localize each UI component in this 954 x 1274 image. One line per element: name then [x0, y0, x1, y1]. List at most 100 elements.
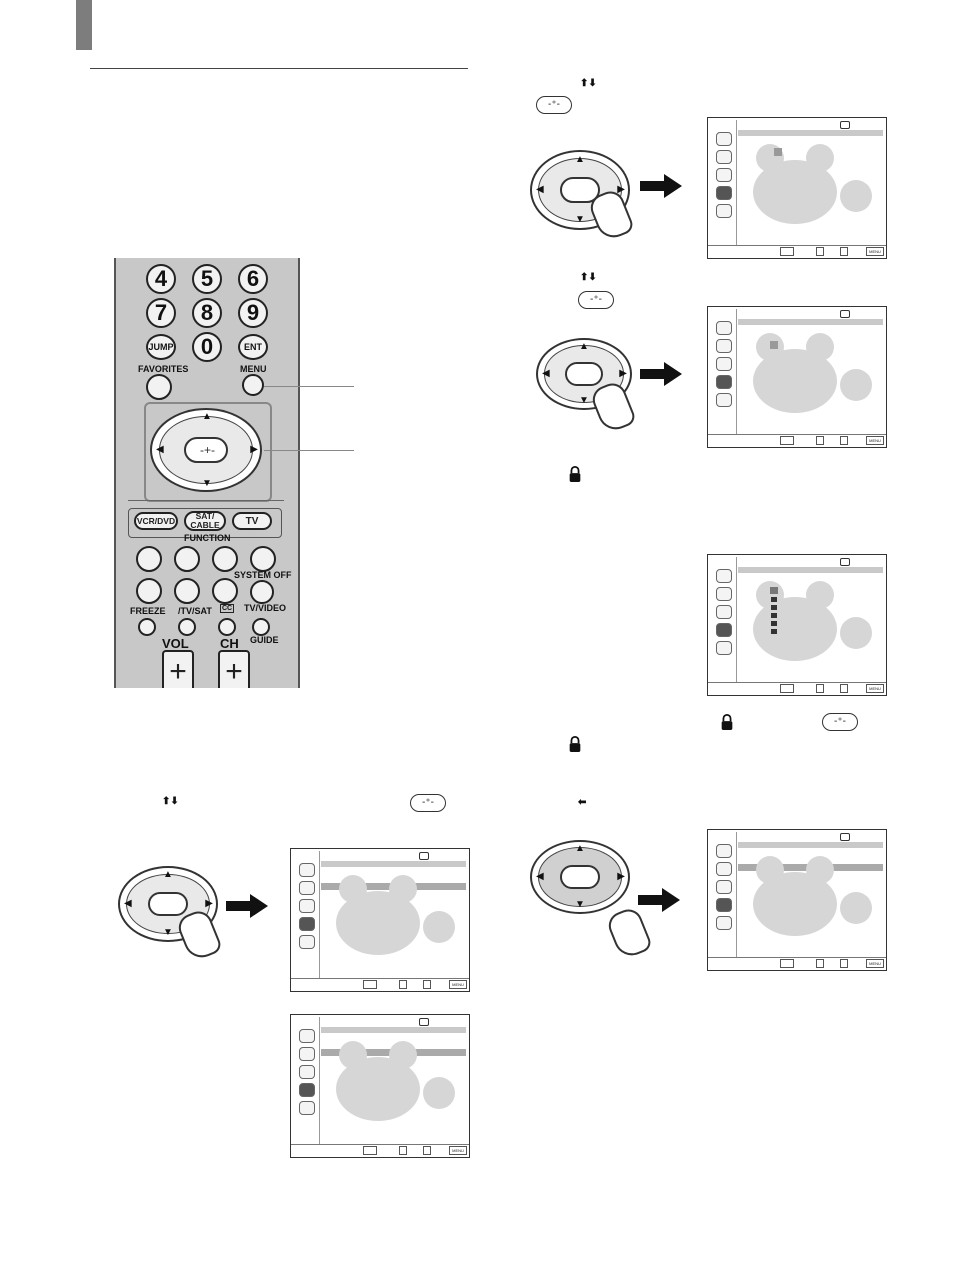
bear-logo-icon	[753, 144, 872, 224]
menu-title-bar	[738, 130, 883, 136]
dpad-center	[560, 865, 600, 889]
lock-icon	[721, 714, 733, 730]
left-arrow-icon: ◀	[124, 898, 132, 909]
tv-menu-screen-6: MENU	[290, 1014, 470, 1158]
num-4-button[interactable]: 4	[146, 264, 176, 294]
cc-label: CC	[220, 604, 235, 613]
menu-key-icon: MENU	[866, 684, 884, 693]
num-9-button[interactable]: 9	[238, 298, 268, 328]
tv-menu-screen-4: MENU	[707, 829, 887, 971]
enter-button-icon: -⁺-	[536, 96, 572, 114]
joystick-callout-line	[264, 450, 354, 451]
guide-label: GUIDE	[250, 635, 279, 645]
tv-menu-screen-1: MENU	[707, 117, 887, 259]
tv-button[interactable]: TV	[232, 512, 272, 530]
right-arrow-icon: ▶	[250, 444, 258, 455]
divider	[128, 500, 284, 501]
video-menu-icon	[716, 132, 732, 146]
tv-sat-button[interactable]	[178, 618, 196, 636]
lock-list-icons	[770, 587, 778, 634]
freeze-label: FREEZE	[130, 606, 166, 616]
cursor-square	[770, 341, 778, 349]
tv-video-button[interactable]	[252, 618, 270, 636]
vcr-dvd-button[interactable]: VCR/DVD	[134, 512, 178, 530]
freeze-button[interactable]	[138, 618, 156, 636]
lock-icon	[569, 736, 581, 752]
blank-button[interactable]	[250, 546, 276, 572]
menu-callout-line	[264, 386, 354, 387]
system-off-button[interactable]	[250, 580, 274, 604]
left-arrow-icon: ◀	[536, 871, 544, 882]
dpad-center	[564, 362, 604, 386]
down-arrow-icon: ▼	[575, 899, 585, 910]
remote-joystick[interactable]: ▲ ▼ ◀ ▶ -+-	[150, 408, 262, 492]
num-8-button[interactable]: 8	[192, 298, 222, 328]
down-arrow-icon: ▼	[163, 927, 173, 938]
stop-button[interactable]	[212, 578, 238, 604]
num-0-button[interactable]: 0	[192, 332, 222, 362]
enter-button-icon: -⁺-	[578, 291, 614, 309]
sat-cable-button[interactable]: SAT/ CABLE	[184, 511, 226, 531]
up-down-arrows-icon: ⬆⬇	[580, 78, 597, 89]
menu-key-icon: MENU	[866, 247, 884, 256]
num-7-button[interactable]: 7	[146, 298, 176, 328]
ch-plus-button[interactable]: +	[218, 650, 250, 688]
num-5-button[interactable]: 5	[192, 264, 222, 294]
menu-sidebar	[710, 120, 737, 246]
favorites-button[interactable]	[146, 374, 172, 400]
menu-footer: MENU	[708, 245, 886, 258]
right-big-arrow-icon	[640, 362, 682, 386]
left-arrow-icon: ◀	[156, 444, 164, 455]
left-arrow-icon: ◀	[542, 368, 550, 379]
dpad-center	[148, 891, 188, 917]
cursor-square	[774, 148, 782, 156]
updown-key-icon	[780, 247, 794, 256]
vol-plus-button[interactable]: +	[162, 650, 194, 688]
right-arrow-icon: ▶	[617, 871, 625, 882]
tv-sat-label: /TV/SAT	[178, 606, 212, 616]
up-arrow-icon: ▲	[575, 843, 585, 854]
tv-menu-screen-5: MENU	[290, 848, 470, 992]
rewind-button[interactable]	[136, 546, 162, 572]
fast-forward-button[interactable]	[212, 546, 238, 572]
dpad-highlight-box	[144, 402, 272, 502]
num-6-button[interactable]: 6	[238, 264, 268, 294]
select-key-icon	[840, 247, 848, 256]
pause-button[interactable]	[174, 578, 200, 604]
function-group-box	[128, 508, 282, 538]
dpad-illustration-2: ▲ ▼ ◀ ▶	[536, 338, 632, 410]
bear-logo-icon	[753, 856, 872, 936]
record-button[interactable]	[136, 578, 162, 604]
right-big-arrow-icon	[638, 888, 680, 912]
function-label: FUNCTION	[184, 533, 231, 543]
play-button[interactable]	[174, 546, 200, 572]
menu-key-icon: MENU	[866, 436, 884, 445]
enter-key-icon	[816, 247, 824, 256]
vol-label: VOL	[162, 636, 189, 651]
right-big-arrow-icon	[640, 174, 682, 198]
up-arrow-icon: ▲	[202, 411, 212, 422]
dpad-illustration-3: ▲ ▼ ◀ ▶	[530, 840, 630, 914]
up-arrow-icon: ▲	[163, 869, 173, 880]
bear-logo-icon	[336, 1041, 455, 1121]
favorites-label: FAVORITES	[138, 364, 189, 374]
cc-button[interactable]	[218, 618, 236, 636]
enter-button-icon: -⁺-	[822, 713, 858, 731]
menu-button[interactable]	[242, 374, 264, 396]
ent-button[interactable]: ENT	[238, 334, 268, 360]
tv-menu-screen-3: MENU	[707, 554, 887, 696]
ch-label: CH	[220, 636, 239, 651]
menu-key-icon: MENU	[449, 1146, 467, 1155]
bear-logo-icon	[753, 581, 872, 661]
bear-logo-icon	[336, 875, 455, 955]
joystick-center-button[interactable]	[183, 436, 229, 464]
down-arrow-icon: ▼	[575, 214, 585, 225]
screen-icon	[840, 121, 850, 129]
bear-logo-icon	[753, 333, 872, 413]
enter-button-icon: -⁺-	[410, 794, 446, 812]
up-down-arrows-icon: ⬆⬇	[580, 272, 597, 283]
lock-icon	[569, 466, 581, 482]
right-big-arrow-icon	[226, 894, 268, 918]
jump-button[interactable]: JUMP	[146, 334, 176, 360]
channel-menu-icon	[716, 168, 732, 182]
